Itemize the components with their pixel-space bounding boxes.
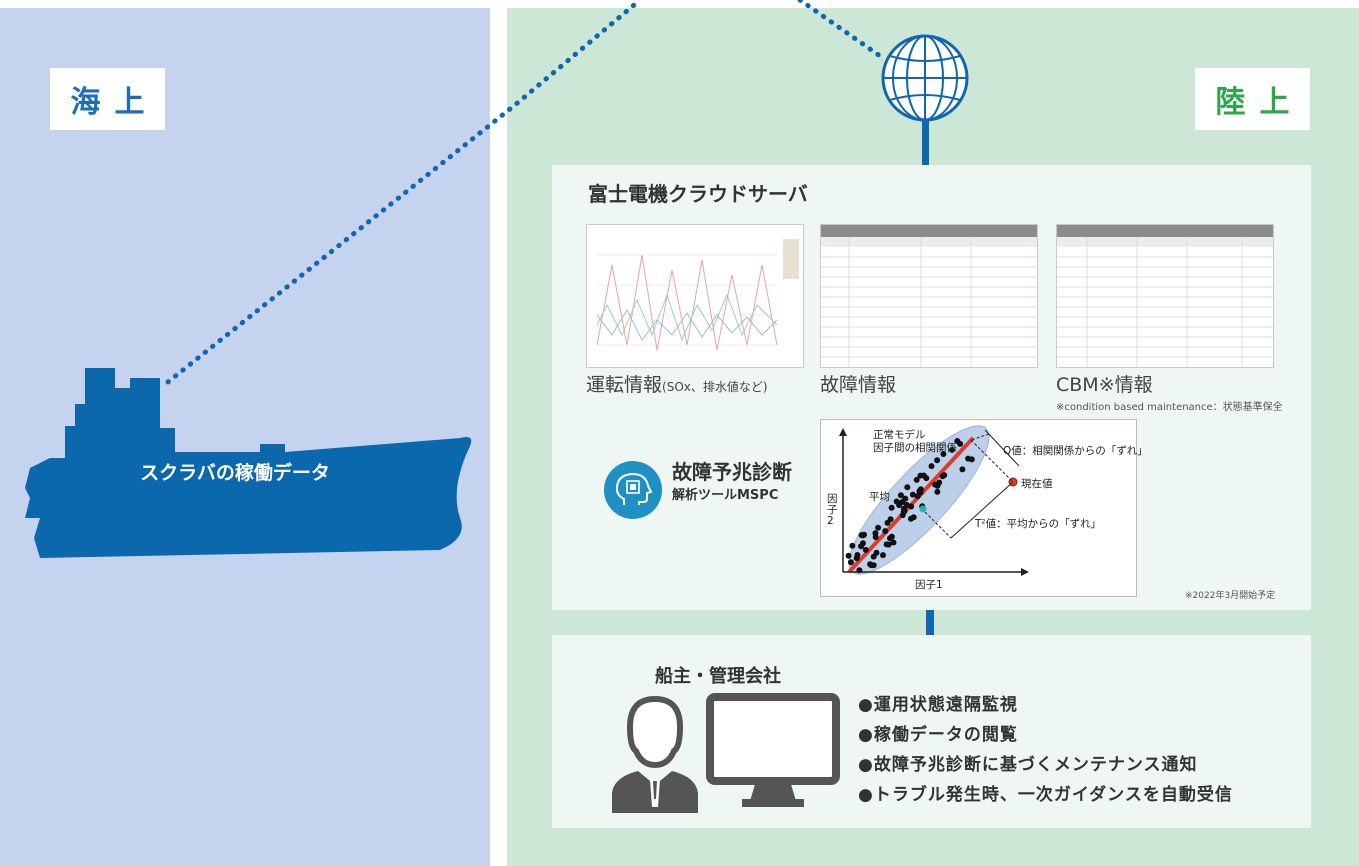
cloud-server-title: 富士電機クラウドサーバ bbox=[588, 182, 808, 206]
scatter-point bbox=[899, 499, 906, 506]
scatter-point bbox=[870, 553, 877, 560]
scatter-point bbox=[939, 473, 946, 480]
scatter-point bbox=[903, 501, 910, 508]
scatter-point bbox=[897, 492, 904, 499]
scatter-point bbox=[959, 466, 966, 473]
scatter-point bbox=[923, 475, 930, 482]
scatter-point bbox=[913, 476, 920, 483]
cloud-to-owner-arrow-shaft bbox=[926, 610, 934, 656]
scatter-point bbox=[949, 446, 955, 453]
scatter-point bbox=[890, 539, 897, 546]
scatter-point bbox=[882, 528, 889, 535]
scatter-point bbox=[928, 463, 935, 470]
data-points bbox=[845, 438, 975, 574]
owner-feature-list: ●運用状態遠隔監視 ●稼働データの閲覧 ●故障予兆診断に基づくメンテナンス通知 … bbox=[858, 690, 1233, 810]
cbm-info-screenshot bbox=[1056, 224, 1274, 368]
scatter-point bbox=[940, 451, 947, 457]
normal-model-label: 正常モデル bbox=[873, 429, 926, 441]
failure-info-caption: 故障情報 bbox=[820, 374, 897, 396]
ai-head-icon bbox=[604, 461, 662, 519]
cbm-note: ※condition based maintenance：状態基準保全 bbox=[1056, 402, 1283, 413]
operation-info-label: 運転情報 bbox=[586, 374, 663, 396]
scatter-point bbox=[849, 542, 856, 549]
feature-item: ●稼働データの閲覧 bbox=[858, 725, 1018, 745]
owner-title: 船主・管理会社 bbox=[655, 666, 781, 687]
ship-illustration bbox=[25, 368, 472, 558]
scatter-point bbox=[934, 457, 941, 464]
scatter-point bbox=[917, 489, 924, 496]
mean-point bbox=[919, 505, 927, 513]
scatter-point bbox=[870, 562, 877, 569]
scatter-point bbox=[875, 524, 882, 531]
t2-dashed-line bbox=[924, 511, 952, 539]
scatter-point bbox=[854, 552, 861, 558]
feature-item: ●運用状態遠隔監視 bbox=[858, 695, 1018, 715]
globe-to-cloud-connector bbox=[922, 120, 929, 166]
mspc-subtitle: 解析ツールMSPC bbox=[672, 488, 779, 503]
scatter-point bbox=[847, 559, 854, 566]
t2-value-label: T²値：平均からの「ずれ」 bbox=[975, 518, 1102, 530]
scatter-point bbox=[936, 479, 943, 486]
ship-to-globe-dotted-line bbox=[165, 0, 883, 385]
mspc-chart: 正常モデル 因子間の相関関係 Q値：相関関係からの「ずれ」 現在値 平均 T²値… bbox=[820, 419, 1148, 597]
scatter-point bbox=[860, 540, 866, 547]
monitor-icon bbox=[706, 693, 840, 807]
q-value-label: Q値：相関関係からの「ずれ」 bbox=[1003, 445, 1148, 457]
scatter-point bbox=[872, 530, 879, 537]
cbm-info-caption: CBM※情報 bbox=[1056, 374, 1153, 396]
scatter-point bbox=[904, 484, 911, 491]
scatter-point bbox=[909, 491, 916, 498]
scatter-point bbox=[908, 503, 915, 510]
sea-label: 海上 bbox=[50, 68, 165, 130]
mean-label: 平均 bbox=[869, 491, 890, 503]
globe-icon bbox=[881, 34, 969, 122]
scatter-point bbox=[884, 519, 891, 526]
scatter-point bbox=[965, 455, 972, 462]
schedule-note: ※2022年3月開始予定 bbox=[1185, 591, 1276, 601]
scatter-point bbox=[880, 552, 886, 559]
mspc-chart-svg bbox=[839, 425, 1029, 576]
scatter-point bbox=[862, 546, 869, 553]
feature-item: ●故障予兆診断に基づくメンテナンス通知 bbox=[858, 755, 1198, 775]
scatter-point bbox=[934, 488, 941, 495]
feature-item: ●トラブル発生時、一次ガイダンスを自動受信 bbox=[858, 785, 1233, 805]
x-axis-arrow bbox=[1021, 568, 1029, 576]
t2-measure-line bbox=[950, 481, 1014, 539]
q-measure-line bbox=[984, 429, 1020, 467]
person-icon bbox=[612, 695, 698, 813]
land-label: 陸上 bbox=[1195, 68, 1310, 130]
mspc-title: 故障予兆診断 bbox=[672, 460, 792, 484]
scatter-point bbox=[887, 535, 893, 542]
scatter-point bbox=[883, 541, 890, 548]
y-axis-arrow bbox=[839, 428, 847, 436]
scatter-point bbox=[910, 514, 917, 521]
q-ref-line bbox=[970, 433, 990, 441]
current-value-label: 現在値 bbox=[1021, 478, 1053, 490]
operation-info-screenshot bbox=[586, 224, 804, 368]
ship-data-label: スクラバの稼働データ bbox=[140, 462, 330, 484]
failure-info-screenshot bbox=[820, 224, 1038, 368]
scatter-point bbox=[957, 440, 964, 447]
correlation-label: 因子間の相関関係 bbox=[873, 442, 957, 454]
scatter-point bbox=[845, 552, 852, 559]
y-axis-label: 因子2 bbox=[827, 493, 838, 527]
operation-info-caption: 運転情報(SOx、排水値など) bbox=[586, 370, 768, 397]
operation-info-sub: (SOx、排水値など) bbox=[662, 380, 768, 394]
scatter-point bbox=[888, 504, 895, 511]
scatter-point bbox=[893, 498, 900, 505]
scatter-point bbox=[858, 532, 865, 539]
x-axis-label: 因子1 bbox=[915, 579, 943, 591]
